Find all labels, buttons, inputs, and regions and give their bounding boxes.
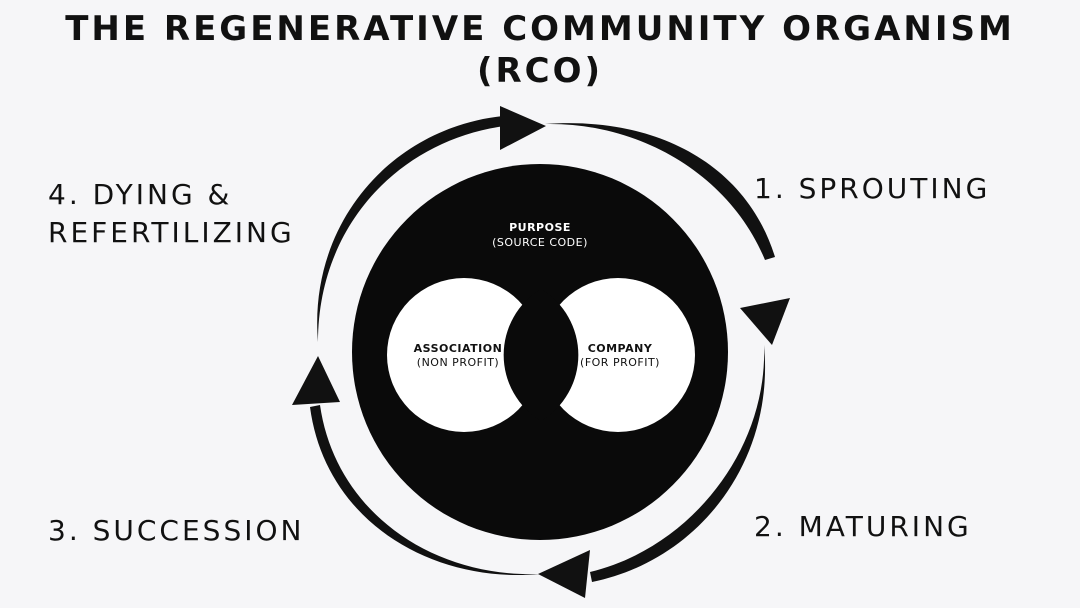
- diagram-title: THE REGENERATIVE COMMUNITY ORGANISM (RCO…: [0, 8, 1080, 92]
- association-title: ASSOCIATION: [414, 342, 503, 355]
- stage-succession-label: 3. SUCCESSION: [48, 514, 305, 547]
- title-line-2: (RCO): [476, 51, 604, 91]
- stage-dying-label-line-2: REFERTILIZING: [48, 216, 295, 249]
- stage-sprouting-label: 1. SPROUTING: [754, 172, 991, 205]
- stage-maturing-label: 2. MATURING: [754, 510, 972, 543]
- arrowhead-dying: [500, 106, 546, 150]
- purpose-subtitle: (SOURCE CODE): [492, 236, 588, 249]
- company-title: COMPANY: [588, 342, 653, 355]
- overlap-lens: [503, 289, 579, 421]
- purpose-title: PURPOSE: [509, 221, 571, 234]
- arrow-maturing: [590, 345, 766, 582]
- arrow-sprouting: [545, 123, 775, 260]
- stage-sprouting: 1. SPROUTING: [754, 170, 990, 208]
- arrowhead-succession: [292, 356, 340, 405]
- stage-succession: 3. SUCCESSION: [48, 512, 304, 550]
- cycle-arrows: [292, 106, 790, 598]
- arrowhead-maturing: [538, 550, 590, 598]
- stage-dying-label-line-1: 4. DYING &: [48, 178, 233, 211]
- title-line-1: THE REGENERATIVE COMMUNITY ORGANISM: [65, 9, 1015, 49]
- arrowhead-sprouting: [740, 298, 790, 345]
- stage-maturing: 2. MATURING: [754, 508, 972, 546]
- stage-dying: 4. DYING & REFERTILIZING: [48, 176, 295, 252]
- association-subtitle: (NON PROFIT): [417, 356, 499, 369]
- company-circle: [541, 278, 695, 432]
- arrow-dying: [317, 116, 505, 342]
- company-subtitle: (FOR PROFIT): [580, 356, 660, 369]
- association-circle: [387, 278, 541, 432]
